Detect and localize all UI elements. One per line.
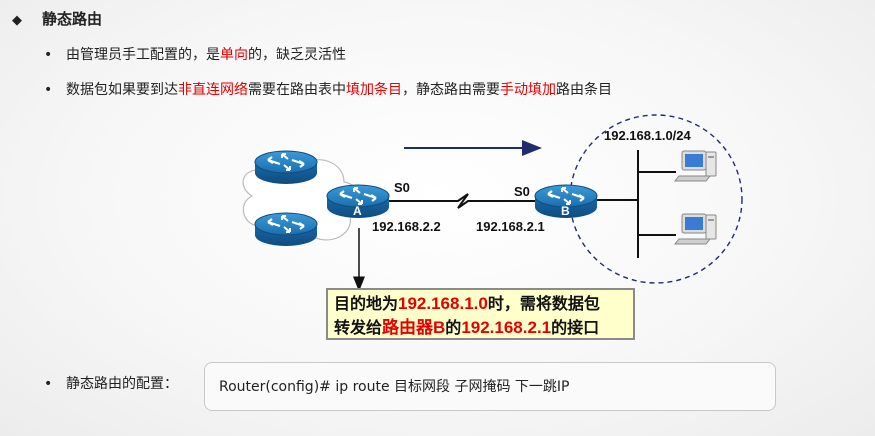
bullet-dot-icon: • — [44, 82, 53, 98]
pc-icon — [674, 213, 717, 245]
pc-icon — [674, 150, 717, 182]
routing-callout: 目的地为192.168.1.0时，需将数据包 转发给路由器B的192.168.2… — [326, 288, 635, 340]
bullet-text: 路由条目 — [556, 82, 612, 98]
router-icon — [253, 211, 319, 248]
router-b-label: B — [561, 204, 570, 218]
router-a-interface: S0 — [394, 180, 410, 195]
bullet-highlight: 非直连网络 — [178, 82, 248, 98]
router-b-interface: S0 — [514, 184, 530, 199]
bullet-highlight: 单向 — [220, 47, 248, 63]
serial-link — [388, 193, 536, 209]
config-label: 静态路由的配置： — [66, 376, 178, 392]
bullet-unidirectional: • 由管理员手工配置的，是单向的，缺乏灵活性 — [44, 44, 346, 64]
section-heading: ◆ 静态路由 — [12, 8, 102, 29]
router-a-label: A — [353, 204, 362, 218]
bullet-text: 由管理员手工配置的，是 — [66, 47, 220, 63]
network-label: 192.168.1.0/24 — [604, 128, 692, 143]
config-command: Router(config)# ip route 目标网段 子网掩码 下一跳IP — [219, 379, 570, 395]
bullet-highlight: 填加条目 — [346, 82, 402, 98]
bullet-text: 的，缺乏灵活性 — [248, 47, 346, 63]
callout-line-2: 转发给路由器B的192.168.2.1的接口 — [334, 318, 600, 337]
callout-line-1: 目的地为192.168.1.0时，需将数据包 — [334, 294, 600, 313]
bullet-add-entries: • 数据包如果要到达非直连网络需要在路由表中填加条目，静态路由需要手动填加路由条目 — [44, 79, 612, 99]
network-boundary — [569, 114, 743, 284]
heading-text: 静态路由 — [42, 10, 103, 28]
router-b-ip: 192.168.2.1 — [476, 219, 545, 234]
bullet-text: 数据包如果要到达 — [66, 82, 178, 98]
bullet-text: ，静态路由需要 — [402, 82, 500, 98]
bullet-config: • 静态路由的配置： — [44, 373, 178, 393]
config-command-box: Router(config)# ip route 目标网段 子网掩码 下一跳IP — [204, 362, 776, 411]
diamond-bullet-icon: ◆ — [12, 13, 22, 28]
bullet-text: 需要在路由表中 — [248, 82, 346, 98]
router-icon — [253, 149, 319, 186]
bullet-highlight: 手动填加 — [500, 82, 556, 98]
router-a-ip: 192.168.2.2 — [372, 219, 441, 234]
bullet-dot-icon: • — [44, 376, 53, 392]
bullet-dot-icon: • — [44, 47, 53, 63]
